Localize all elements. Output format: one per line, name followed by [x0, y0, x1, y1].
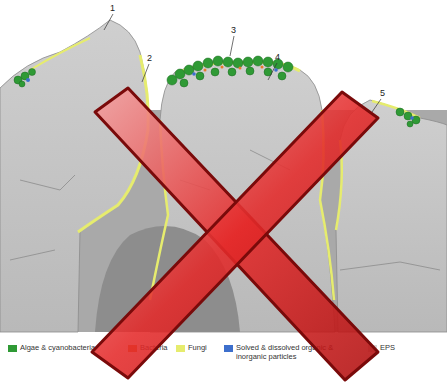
legend-swatch — [224, 345, 233, 352]
callout-number: 3 — [231, 25, 236, 35]
callout-number: 4 — [275, 52, 280, 62]
fungal-layer — [372, 101, 420, 118]
fungal-layer — [320, 110, 334, 300]
callout-number: 5 — [380, 88, 385, 98]
legend-swatch — [368, 345, 377, 352]
legend-text: Bacteria — [140, 344, 168, 353]
fungal-layer — [30, 38, 90, 70]
legend-item: Algae & cyanobacteria — [8, 344, 128, 353]
rock-cave — [95, 226, 240, 332]
algal-colony — [14, 56, 420, 127]
rock-block — [336, 100, 447, 332]
rock-fissure — [10, 150, 440, 270]
fungal-layer — [336, 140, 342, 230]
legend-item: Solved & dissolved organic & inorganic p… — [224, 344, 344, 361]
legend-text: Algae & cyanobacteria — [20, 344, 95, 353]
legend-item: Bacteria — [128, 344, 178, 353]
legend-swatch — [128, 345, 137, 352]
bacteria-cells — [204, 66, 264, 72]
legend-swatch — [176, 345, 185, 352]
legend-text: Fungi — [188, 344, 207, 353]
legend-swatch — [8, 345, 17, 352]
callout-number: 2 — [147, 53, 152, 63]
legend-text: EPS — [380, 344, 395, 353]
fungal-layer — [150, 120, 168, 300]
legend-text: Solved & dissolved organic & inorganic p… — [236, 344, 344, 361]
callout-number: 1 — [110, 3, 115, 13]
particles — [26, 68, 414, 120]
cross-bar — [95, 88, 378, 380]
legend-item: Fungi — [176, 344, 216, 353]
legend-item: EPS — [368, 344, 428, 353]
fungal-layer — [78, 55, 148, 232]
leader-line — [104, 14, 381, 112]
cross-bar — [92, 92, 378, 378]
